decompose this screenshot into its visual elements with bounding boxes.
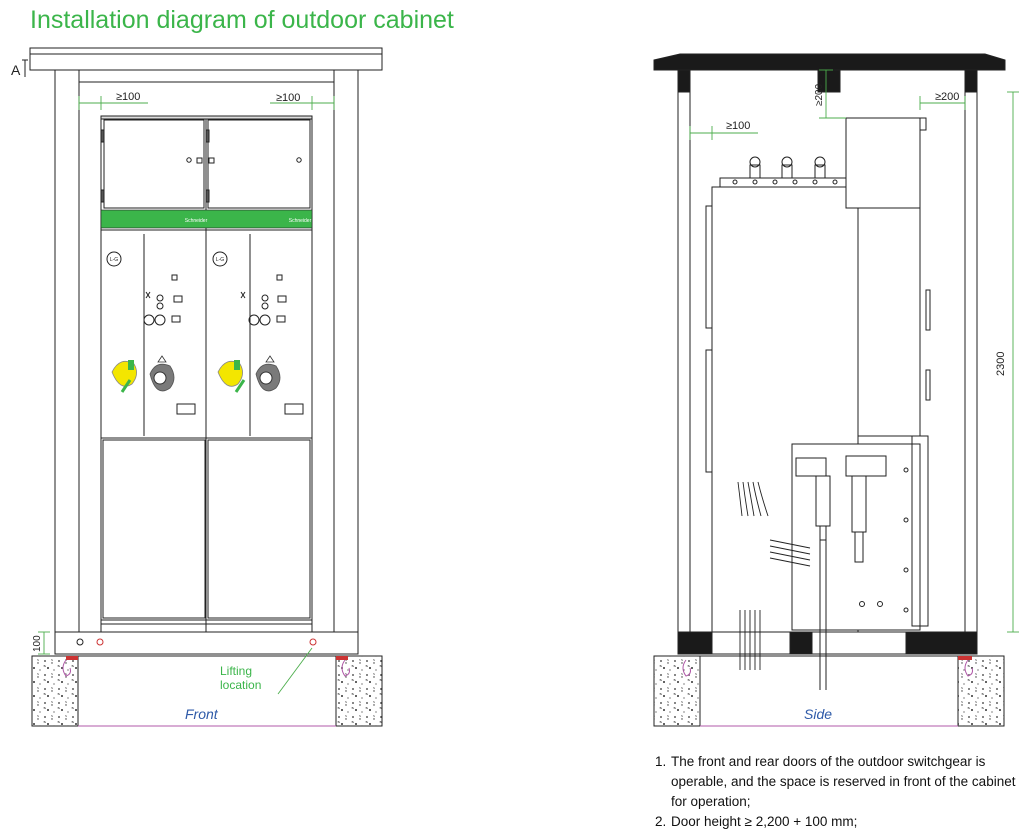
front-lifting-label: Lifting location bbox=[220, 664, 261, 692]
side-caption: Side bbox=[804, 706, 832, 722]
side-cable-bundles bbox=[737, 481, 811, 670]
side-roof bbox=[653, 53, 1006, 71]
note-text: The front and rear doors of the outdoor … bbox=[671, 754, 1016, 809]
note-text: Door height ≥ 2,200 + 100 mm; bbox=[671, 814, 858, 829]
side-clearance-right-top: ≥200 bbox=[935, 91, 959, 103]
note-number: 1. bbox=[655, 754, 667, 769]
front-dimensions bbox=[38, 96, 335, 695]
front-handles-left bbox=[111, 355, 175, 393]
front-lower-compartments bbox=[54, 439, 359, 655]
notes-list: 1. The front and rear doors of the outdo… bbox=[655, 752, 1025, 832]
front-cabinet bbox=[22, 47, 383, 633]
side-clearance-front: ≥100 bbox=[726, 120, 750, 132]
front-base-height: 100 bbox=[32, 635, 43, 652]
front-caption: Front bbox=[185, 706, 219, 722]
front-clearance-right: ≥100 bbox=[276, 92, 300, 104]
note-number: 2. bbox=[655, 814, 667, 829]
side-foundation bbox=[653, 655, 1005, 727]
front-roof bbox=[29, 47, 383, 71]
front-clearance-left: ≥100 bbox=[116, 91, 140, 103]
diagram-title: Installation diagram of outdoor cabinet bbox=[30, 6, 454, 34]
unit-marker-left: L-G bbox=[110, 257, 118, 263]
front-foundation bbox=[31, 655, 383, 727]
front-green-band bbox=[100, 209, 313, 229]
front-operating-panels bbox=[100, 229, 313, 439]
side-height: 2300 bbox=[995, 352, 1007, 376]
side-dimensions bbox=[689, 69, 1019, 633]
brand-mark-right: Schneider bbox=[289, 218, 312, 224]
side-cabinet bbox=[653, 53, 1006, 690]
front-handles-right bbox=[217, 355, 281, 393]
unit-marker-right: L-G bbox=[216, 257, 224, 263]
note-item: 2. Door height ≥ 2,200 + 100 mm; bbox=[655, 812, 1025, 832]
note-item: 1. The front and rear doors of the outdo… bbox=[655, 752, 1025, 812]
brand-mark-left: Schneider bbox=[185, 218, 208, 224]
side-clearance-top: ≥200 bbox=[814, 83, 825, 106]
front-label-a: A bbox=[11, 62, 21, 78]
